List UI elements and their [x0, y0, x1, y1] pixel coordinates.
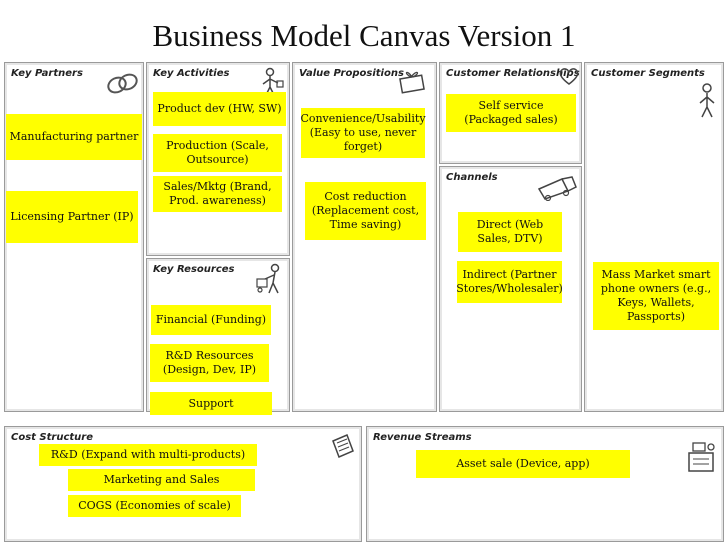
note-financial: Financial (Funding): [151, 305, 271, 335]
note-mass-market: Mass Market smart phone owners (e.g., Ke…: [593, 262, 719, 330]
note-rd-cost: R&D (Expand with multi-products): [39, 444, 257, 466]
note-asset-sale: Asset sale (Device, app): [416, 450, 630, 478]
key-resources-box: Key Resources: [146, 258, 290, 412]
gift-icon: [399, 71, 425, 94]
person-icon: [699, 83, 715, 118]
cash-register-icon: [688, 442, 715, 472]
note-sales-marketing: Sales/Mktg (Brand, Prod. awareness): [153, 176, 282, 212]
page-title: Business Model Canvas Version 1: [152, 18, 576, 53]
key-resources-label: Key Resources: [153, 264, 235, 275]
revenue-streams-label: Revenue Streams: [373, 432, 472, 443]
truck-icon: [537, 176, 577, 201]
note-marketing-sales: Marketing and Sales: [68, 469, 255, 491]
note-manufacturing-partner: Manufacturing partner: [6, 114, 142, 160]
customer-segments-box: Customer Segments: [584, 62, 724, 412]
customer-segments-label: Customer Segments: [591, 68, 705, 79]
note-direct: Direct (Web Sales, DTV): [458, 212, 562, 252]
note-product-dev: Product dev (HW, SW): [153, 92, 286, 126]
revenue-streams-box: Revenue Streams: [366, 426, 724, 542]
note-rd-resources: R&D Resources (Design, Dev, IP): [150, 344, 269, 382]
value-propositions-label: Value Propositions: [299, 68, 404, 79]
note-self-service: Self service (Packaged sales): [446, 94, 576, 132]
channels-label: Channels: [446, 172, 498, 183]
note-production: Production (Scale, Outsource): [153, 134, 282, 172]
price-tag-icon: [332, 434, 354, 458]
key-activities-label: Key Activities: [153, 68, 230, 79]
note-licensing-partner: Licensing Partner (IP): [6, 191, 138, 243]
note-indirect: Indirect (Partner Stores/Wholesaler): [456, 261, 563, 303]
key-partners-label: Key Partners: [11, 68, 83, 79]
customer-relationships-label: Customer Relationships: [446, 68, 580, 79]
note-cogs: COGS (Economies of scale): [68, 495, 241, 517]
note-support: Support: [150, 392, 272, 415]
worker-cart-icon: [256, 263, 280, 294]
heart-icon: [559, 68, 579, 85]
cost-structure-label: Cost Structure: [11, 432, 93, 443]
note-cost-reduction: Cost reduction (Replacement cost, Time s…: [305, 182, 426, 240]
note-convenience: Convenience/Usability (Easy to use, neve…: [300, 108, 426, 158]
chain-link-icon: [107, 73, 138, 94]
